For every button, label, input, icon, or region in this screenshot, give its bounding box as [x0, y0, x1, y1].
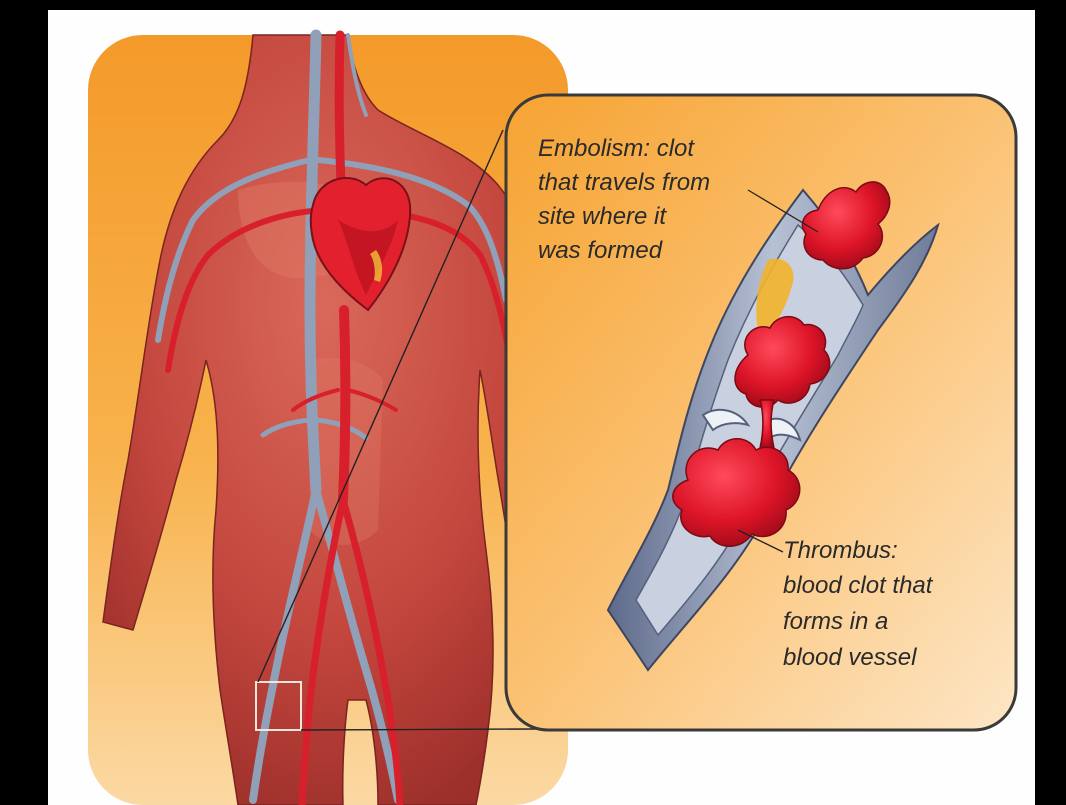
diagram-canvas: Embolism: clot that travels from site wh… [48, 10, 1035, 805]
embolism-illustration: Embolism: clot that travels from site wh… [48, 10, 1035, 805]
